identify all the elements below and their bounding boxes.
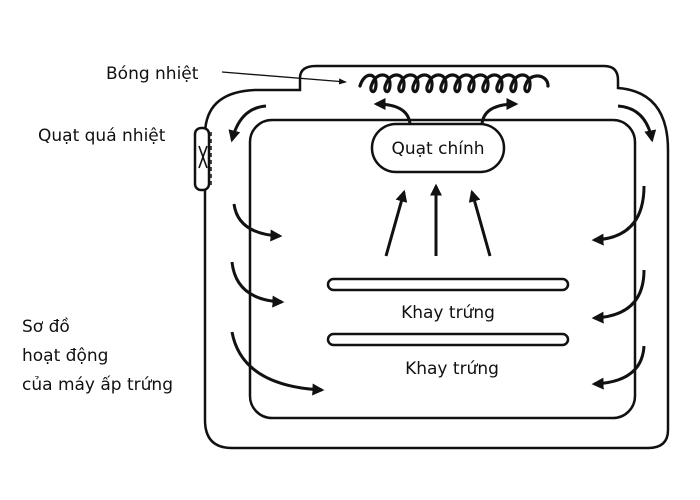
airflow-arrow-left-1	[232, 203, 283, 242]
airflow-arrow-left-2	[230, 261, 285, 308]
heater-label: Bóng nhiệt	[106, 64, 199, 84]
caption-line-3: của máy ấp trứng	[22, 374, 173, 395]
heater-pointer	[221, 71, 347, 85]
airflow-arrow-right-3	[591, 345, 646, 390]
airflow-arrow-top-left	[228, 104, 267, 143]
inner-chamber	[248, 118, 637, 420]
updraft-arrow-right	[468, 189, 492, 257]
caption-line-2: hoạt động	[22, 346, 108, 366]
main-fan-box	[370, 122, 506, 174]
caption-line-1: Sơ đồ	[22, 316, 70, 337]
egg-tray-lower	[326, 332, 570, 347]
airflow-arrow-top-right	[617, 104, 657, 143]
main-fan-label: Quạt chính	[391, 139, 484, 159]
airflow-arrow-right-2	[591, 269, 646, 324]
egg-tray-upper	[326, 277, 570, 292]
egg-tray-upper-label: Khay trứng	[401, 303, 495, 323]
airflow-arrow-left-3	[230, 331, 325, 396]
overheat-fan	[193, 126, 212, 192]
airflow-arrow-right-1	[591, 185, 646, 246]
egg-tray-lower-label: Khay trứng	[405, 359, 499, 379]
heater-coil	[358, 73, 550, 94]
fan-flow-left-arrow	[373, 98, 412, 125]
updraft-arrow-left	[384, 189, 408, 257]
fan-flow-right-arrow	[480, 98, 519, 125]
overheat-fan-label: Quạt quá nhiệt	[38, 126, 166, 146]
